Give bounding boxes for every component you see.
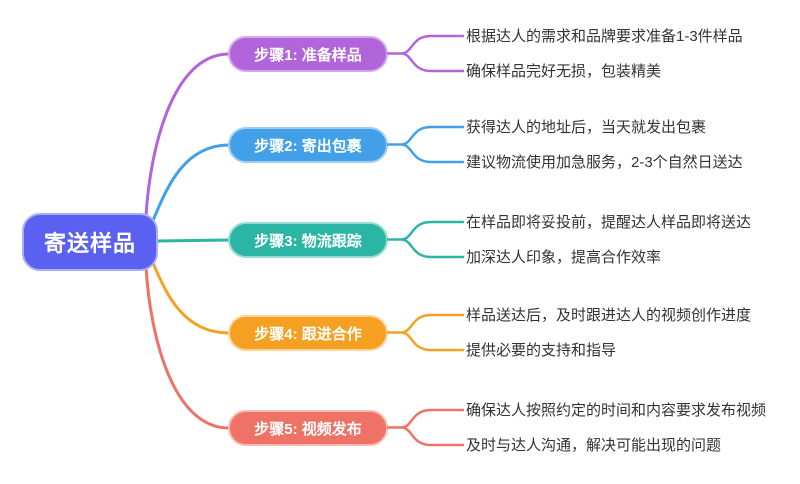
trunk-connector-step4 bbox=[149, 256, 231, 335]
trunk-connector-step1 bbox=[144, 52, 231, 218]
trunk-connector-step3 bbox=[156, 238, 231, 243]
fork-connector-step5 bbox=[387, 408, 465, 447]
step-node-5[interactable]: 步骤5: 视频发布 bbox=[228, 410, 388, 446]
leaf-node[interactable]: 加深达人印象，提高合作效率 bbox=[466, 249, 662, 266]
leaf-node[interactable]: 获得达人的地址后，当天就发出包裹 bbox=[466, 119, 707, 136]
step-node-4[interactable]: 步骤4: 跟进合作 bbox=[228, 315, 388, 351]
leaf-node[interactable]: 确保样品完好无损，包装精美 bbox=[466, 63, 662, 80]
step-node-2[interactable]: 步骤2: 寄出包裹 bbox=[228, 127, 388, 163]
leaf-node[interactable]: 在样品即将妥投前，提醒达人样品即将送达 bbox=[466, 214, 752, 231]
fork-connector-step2 bbox=[387, 125, 465, 164]
leaf-node[interactable]: 样品送达后，及时跟进达人的视频创作进度 bbox=[466, 307, 752, 324]
leaf-node[interactable]: 确保达人按照约定的时间和内容要求发布视频 bbox=[466, 402, 767, 419]
fork-connector-step1 bbox=[387, 34, 465, 73]
leaf-node[interactable]: 及时与达人沟通，解决可能出现的问题 bbox=[466, 437, 722, 454]
trunk-connector-step2 bbox=[149, 143, 231, 227]
step-node-3[interactable]: 步骤3: 物流跟踪 bbox=[228, 222, 388, 258]
leaf-node[interactable]: 根据达人的需求和品牌要求准备1-3件样品 bbox=[466, 28, 743, 45]
fork-connector-step4 bbox=[387, 313, 465, 352]
leaf-node[interactable]: 建议物流使用加急服务，2-3个自然日送达 bbox=[466, 154, 743, 171]
trunk-connector-step5 bbox=[144, 265, 231, 430]
leaf-node[interactable]: 提供必要的支持和指导 bbox=[466, 342, 617, 359]
fork-connector-step3 bbox=[387, 220, 465, 259]
central-node[interactable]: 寄送样品 bbox=[22, 213, 158, 271]
step-node-1[interactable]: 步骤1: 准备样品 bbox=[228, 36, 388, 72]
